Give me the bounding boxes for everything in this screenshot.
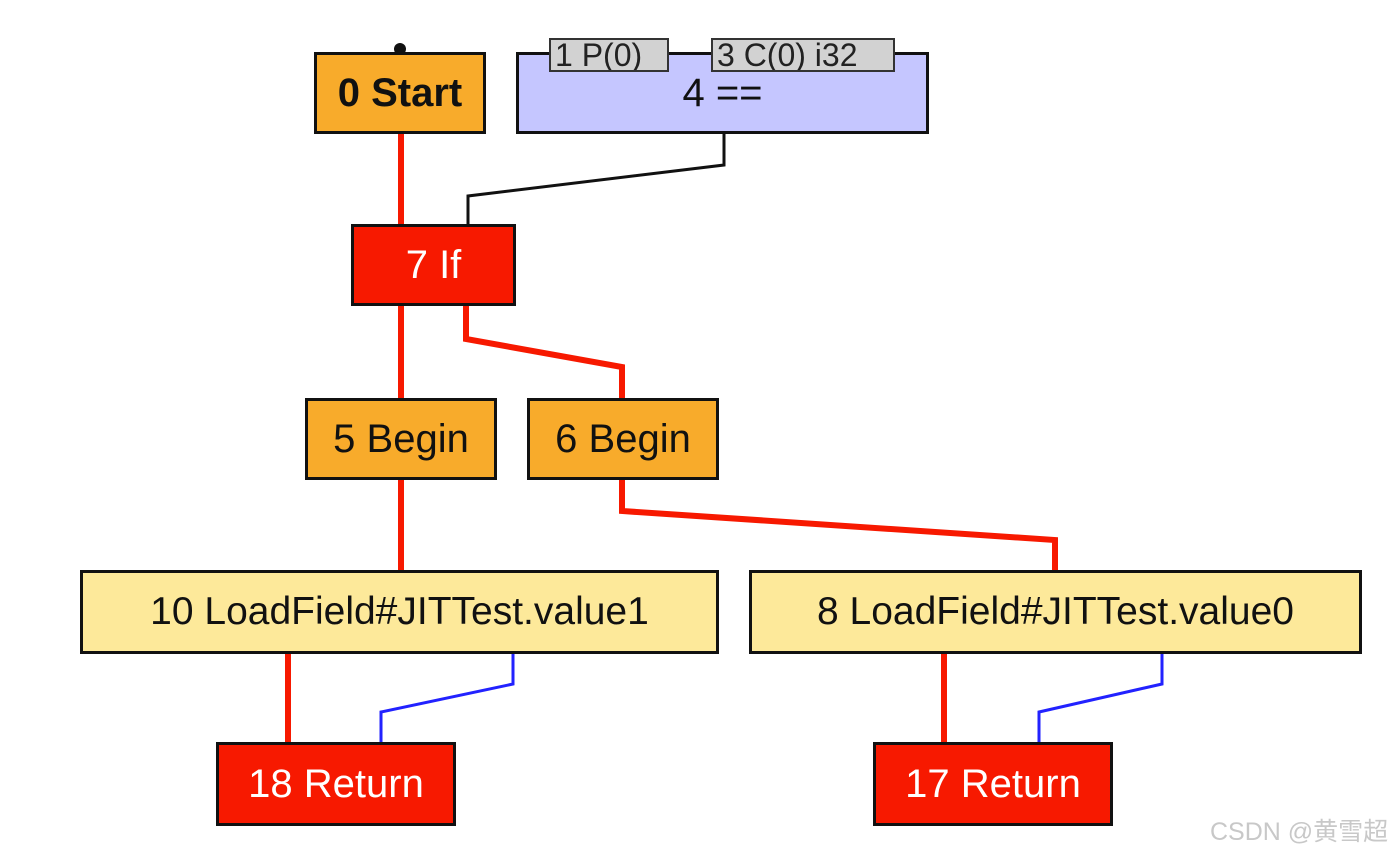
node-18-return-label: 18 Return — [248, 761, 424, 806]
value-edge-load10-ret18 — [379, 654, 515, 742]
node-7-if[interactable]: 7 If — [351, 224, 516, 306]
node-5-begin-label: 5 Begin — [333, 416, 469, 461]
node-10-loadfield[interactable]: 10 LoadField#JITTest.value1 — [80, 570, 719, 654]
node-18-return[interactable]: 18 Return — [216, 742, 456, 826]
data-edge-eq-if — [466, 134, 726, 224]
node-8-loadfield-label: 8 LoadField#JITTest.value0 — [817, 590, 1294, 633]
node-5-begin[interactable]: 5 Begin — [305, 398, 497, 480]
node-6-begin-label: 6 Begin — [555, 416, 691, 461]
value-edge-load8-ret17 — [1037, 654, 1164, 742]
node-0-start-label: 0 Start — [337, 70, 463, 115]
node-0-start[interactable]: 0 Start — [314, 52, 486, 134]
input-tag-p0[interactable]: 1 P(0) — [549, 38, 669, 72]
node-8-loadfield[interactable]: 8 LoadField#JITTest.value0 — [749, 570, 1362, 654]
node-17-return[interactable]: 17 Return — [873, 742, 1113, 826]
node-6-begin[interactable]: 6 Begin — [527, 398, 719, 480]
input-tag-c0[interactable]: 3 C(0) i32 — [711, 38, 895, 72]
node-7-if-label: 7 If — [405, 242, 462, 287]
control-edge-if-begin6 — [463, 306, 625, 398]
control-edge-begin6-load8 — [619, 480, 1058, 570]
node-10-loadfield-label: 10 LoadField#JITTest.value1 — [150, 590, 649, 633]
node-4-eq-label: 4 == — [682, 71, 763, 115]
watermark: CSDN @黄雪超 — [1210, 818, 1389, 846]
node-17-return-label: 17 Return — [905, 761, 1081, 806]
